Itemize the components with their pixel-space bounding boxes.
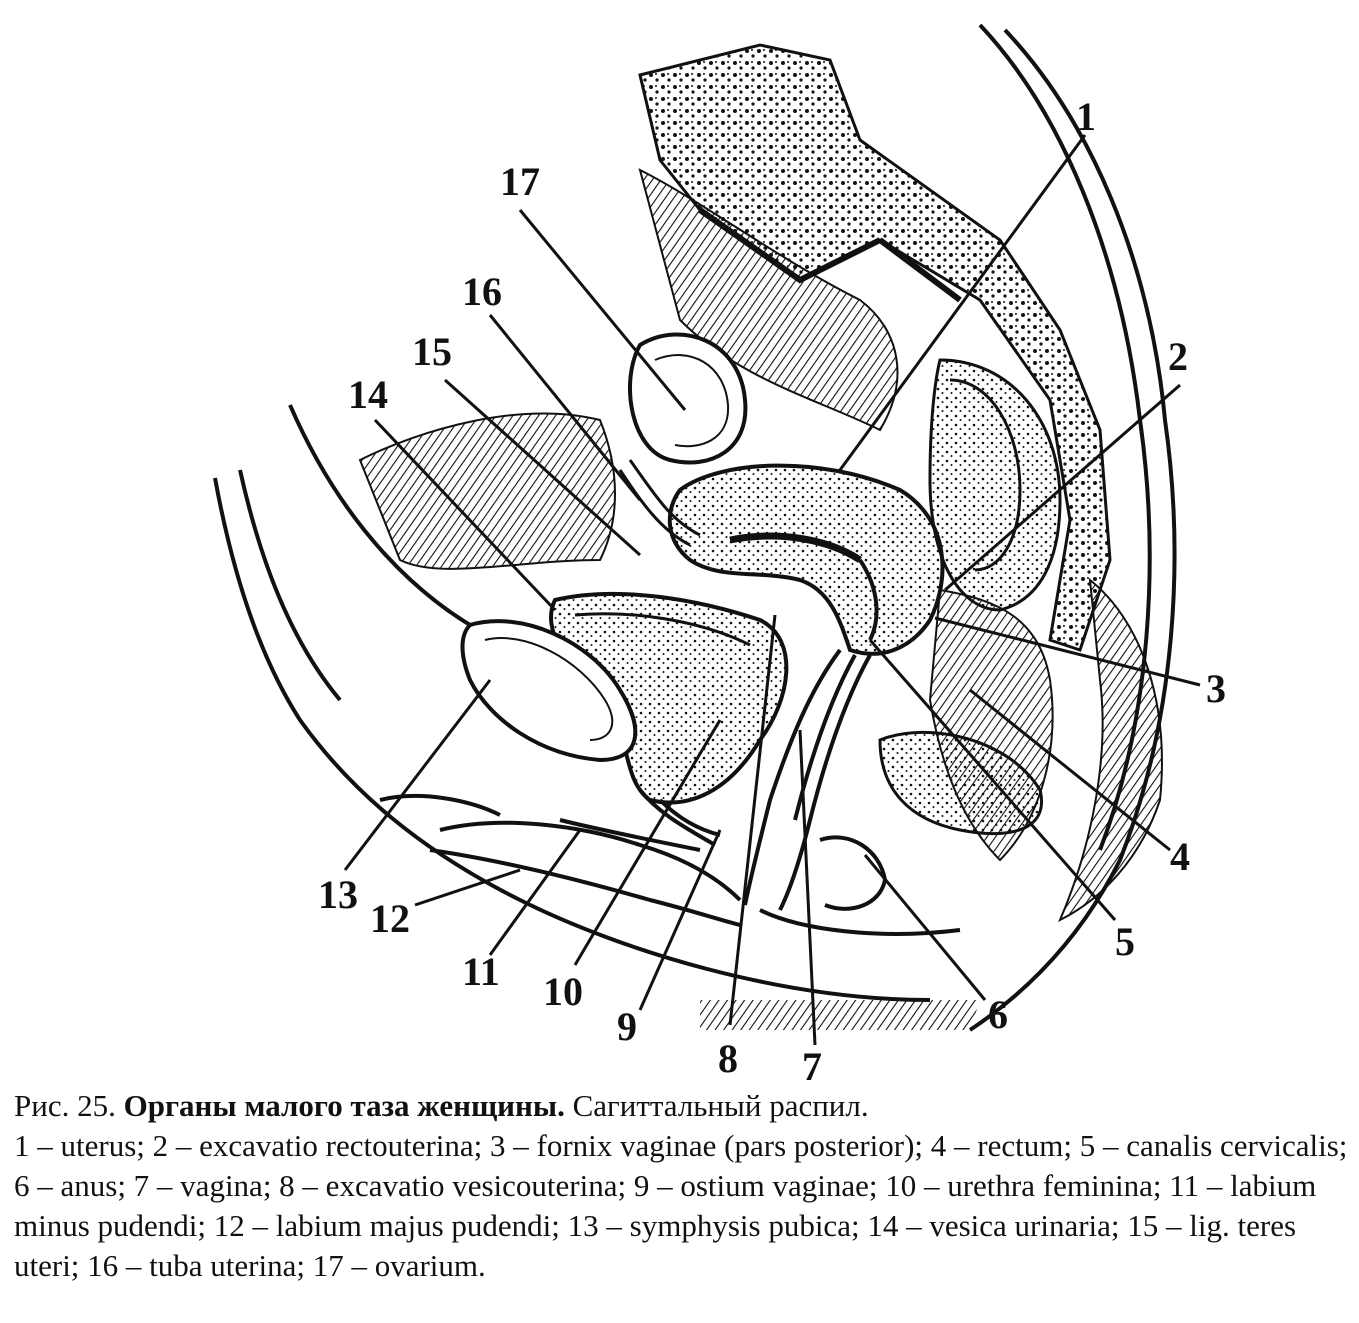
figure-subtitle: Сагиттальный распил.	[572, 1088, 869, 1123]
ovary	[628, 332, 748, 465]
label-17: 17	[500, 159, 540, 204]
label-15: 15	[412, 329, 452, 374]
figure-number: Рис. 25.	[14, 1088, 116, 1123]
figure-caption: Рис. 25. Органы малого таза женщины. Саг…	[14, 1086, 1349, 1286]
leader-lines	[343, 134, 1201, 1046]
label-14: 14	[348, 372, 388, 417]
label-11: 11	[462, 949, 500, 994]
label-9: 9	[617, 1004, 637, 1049]
symphysis	[460, 619, 638, 763]
label-6: 6	[988, 992, 1008, 1037]
label-12: 12	[370, 896, 410, 941]
caption-title-line: Рис. 25. Органы малого таза женщины. Саг…	[14, 1086, 1349, 1126]
label-1: 1	[1076, 94, 1096, 139]
label-13: 13	[318, 872, 358, 917]
pelvic-shading	[358, 168, 1163, 1030]
label-7: 7	[802, 1044, 822, 1080]
label-4: 4	[1170, 834, 1190, 879]
urethra	[638, 788, 721, 847]
label-10: 10	[543, 969, 583, 1014]
uterus	[667, 463, 945, 656]
label-3: 3	[1206, 666, 1226, 711]
figure-title: Органы малого таза женщины.	[123, 1088, 565, 1123]
label-8: 8	[718, 1036, 738, 1080]
label-2: 2	[1168, 334, 1188, 379]
label-16: 16	[462, 269, 502, 314]
rectum	[878, 358, 1062, 836]
label-5: 5	[1115, 919, 1135, 964]
anatomy-drawing: 1 2 3 4 5 6 7 8 9 10 11 12 13 14 15 16 1…	[213, 23, 1226, 1080]
number-labels: 1 2 3 4 5 6 7 8 9 10 11 12 13 14 15 16 1…	[318, 94, 1226, 1080]
labia	[379, 794, 742, 927]
figure-legend: 1 – uterus; 2 – excavatio rectouterina; …	[14, 1128, 1348, 1283]
vagina	[743, 648, 872, 911]
